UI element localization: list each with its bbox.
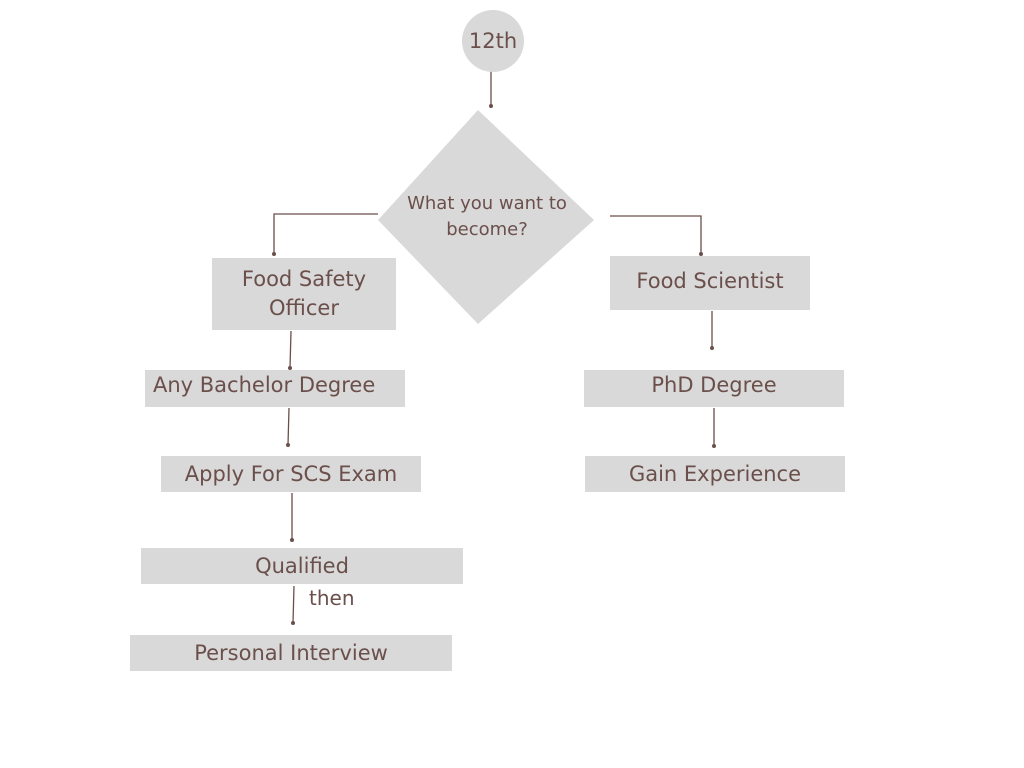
edge-left-step3-to-step4 <box>292 585 295 624</box>
left-step-1: Any Bachelor Degree <box>145 370 405 407</box>
decision-node-label: What you want to become? <box>407 193 567 240</box>
edge-right-title-to-step1-end <box>710 346 714 350</box>
edge-start-to-decision-end <box>489 104 493 108</box>
right-step-1: PhD Degree <box>584 370 844 407</box>
right-branch-title: Food Scientist <box>610 256 810 310</box>
decision-node-shape <box>378 110 594 324</box>
start-node-label: 12th <box>468 28 518 53</box>
left-step-4-label: Personal Interview <box>194 640 388 665</box>
left-step-2-label: Apply For SCS Exam <box>184 461 398 486</box>
edge-decision-to-right <box>610 215 702 254</box>
left-step-2: Apply For SCS Exam <box>161 456 421 492</box>
edge-left-title-to-step1-end <box>288 366 292 370</box>
right-step-2: Gain Experience <box>585 456 845 492</box>
edge-label-then: then <box>309 586 355 610</box>
edge-left-step1-to-step2-end <box>286 443 290 447</box>
edge-right-step1-to-step2-end <box>712 444 716 448</box>
right-step-1-label: PhD Degree <box>651 373 777 397</box>
left-step-3-label: Qualified <box>255 553 349 578</box>
right-branch-title-label: Food Scientist <box>636 268 784 293</box>
decision-diamond <box>378 110 594 324</box>
edge-left-step1-to-step2 <box>287 407 290 446</box>
left-step-3: Qualified <box>141 548 463 584</box>
edge-left-step2-to-step3-end <box>290 538 294 542</box>
start-node: 12th <box>462 10 524 72</box>
edge-left-title-to-step1 <box>289 330 292 369</box>
edge-decision-to-right-end <box>699 252 703 256</box>
right-step-2-label: Gain Experience <box>628 461 802 486</box>
edge-decision-to-left <box>273 213 378 254</box>
edge-decision-to-left-end <box>272 252 276 256</box>
left-step-4: Personal Interview <box>130 635 452 671</box>
edge-left-step3-to-step4-end <box>291 621 295 625</box>
left-step-1-label: Any Bachelor Degree <box>153 373 376 397</box>
left-branch-title-label: Food Safety Officer <box>241 267 367 320</box>
left-branch-title: Food Safety Officer <box>212 258 396 330</box>
